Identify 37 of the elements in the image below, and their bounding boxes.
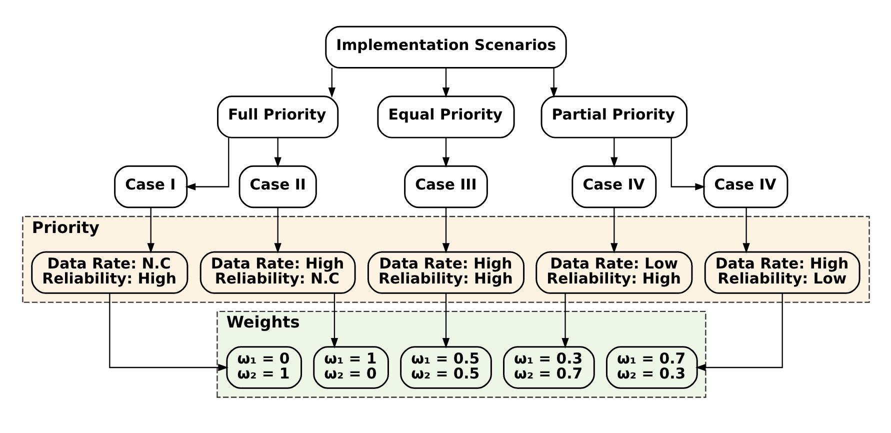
node-box: ω₁ = 0.5 ω₂ = 0.5 bbox=[400, 346, 492, 389]
node-box: ω₁ = 0 ω₂ = 1 bbox=[226, 346, 302, 389]
node-box: Case IV bbox=[702, 165, 788, 208]
arrow bbox=[328, 68, 335, 98]
node-box: Data Rate: N.C Reliability: High bbox=[30, 251, 188, 294]
node-box: ω₁ = 0.3 ω₂ = 0.7 bbox=[502, 346, 594, 389]
node-box: ω₁ = 1 ω₂ = 0 bbox=[312, 346, 388, 389]
node-box: Case III bbox=[404, 165, 488, 208]
arrow bbox=[274, 208, 281, 254]
node-box: Partial Priority bbox=[540, 96, 688, 138]
node-box: Full Priority bbox=[216, 96, 338, 138]
arrow bbox=[108, 293, 228, 372]
arrow bbox=[561, 293, 568, 348]
arrow bbox=[442, 208, 450, 254]
node-box: Implementation Scenarios bbox=[324, 26, 566, 69]
node-box: ω₁ = 0.7 ω₂ = 0.3 bbox=[605, 346, 698, 389]
arrow bbox=[442, 138, 450, 168]
arrow bbox=[742, 208, 750, 254]
arrow bbox=[330, 293, 338, 348]
node-box: Case II bbox=[238, 165, 316, 208]
arrow bbox=[610, 208, 618, 254]
node-box: Data Rate: High Reliability: High bbox=[366, 251, 524, 294]
arrow bbox=[442, 68, 450, 98]
arrow bbox=[274, 138, 281, 168]
arrow bbox=[442, 293, 450, 348]
node-box: Case I bbox=[114, 165, 188, 208]
node-box: Data Rate: High Reliability: N.C bbox=[199, 251, 356, 294]
arrow bbox=[670, 138, 705, 190]
arrow bbox=[550, 68, 557, 98]
node-box: Data Rate: High Reliability: Low bbox=[704, 251, 860, 294]
node-box: Data Rate: Low Reliability: High bbox=[535, 251, 692, 294]
node-box: Equal Priority bbox=[376, 96, 514, 138]
arrow bbox=[610, 138, 618, 168]
node-box: Case IV bbox=[571, 165, 656, 208]
arrow bbox=[184, 138, 229, 190]
arrow bbox=[146, 208, 154, 254]
arrow bbox=[694, 293, 782, 372]
